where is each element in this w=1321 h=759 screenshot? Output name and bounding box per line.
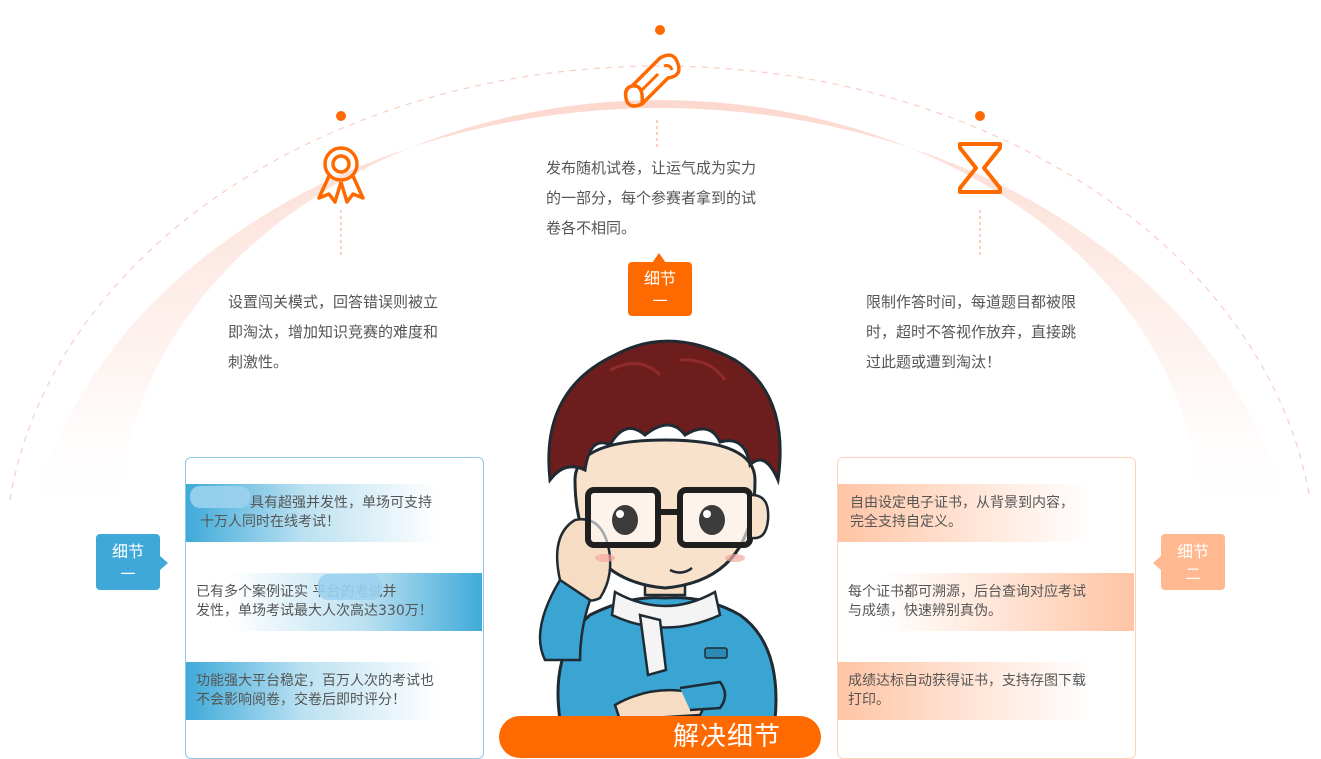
badge-right-number: 二 (1185, 565, 1201, 583)
badge-right: 细节 二 (1161, 534, 1225, 590)
detail-left-line: 设置闯关模式，回答错误则被立 (228, 293, 439, 311)
left-feature-item-line: 功能强大平台稳定，百万人次的考试也 (196, 673, 434, 689)
detail-center-line: 发布随机试卷，让运气成为实力 (546, 159, 757, 177)
hourglass-icon (958, 142, 1002, 194)
redacted-brand (318, 574, 382, 600)
detail-left-line: 刺激性。 (228, 353, 289, 371)
left-feature-item-line: 具有超强并发性，单场可支持 (250, 495, 432, 511)
badge-center-pointer (652, 253, 666, 263)
solve-details-button[interactable]: 解决细节 (499, 716, 821, 758)
badge-left-number: 一 (120, 565, 136, 583)
badge-right-label: 细节 (1176, 542, 1209, 561)
right-feature-item-line: 与成绩，快速辨别真伪。 (848, 603, 1002, 619)
detail-right-line: 时，超时不答视作放弃，直接跳 (866, 323, 1077, 341)
award-ribbon-icon (317, 146, 365, 204)
right-feature-item-line: 完全支持自定义。 (850, 514, 962, 530)
badge-left-pointer (160, 556, 168, 570)
right-feature-item-line: 自由设定电子证书，从背景到内容， (850, 495, 1074, 511)
right-feature-item-line: 打印。 (848, 692, 890, 708)
left-feature-item-line: 已有多个案例证实 平台的考试并 (196, 584, 397, 600)
detail-right-line: 限制作答时间，每道题目都被限 (866, 293, 1077, 311)
badge-left-label: 细节 (111, 542, 144, 561)
detail-center-line: 的一部分，每个参赛者拿到的试 (546, 189, 757, 207)
solve-details-label: 解决细节 (672, 722, 781, 752)
left-feature-item-line: 不会影响阅卷，交卷后即时评分！ (196, 692, 406, 708)
right-feature-item: 每个证书都可溯源，后台查询对应考试 与成绩，快速辨别真伪。 (838, 573, 1134, 631)
detail-center-text: 发布随机试卷，让运气成为实力 的一部分，每个参赛者拿到的试 卷各不相同。 (546, 153, 786, 243)
cartoon-character-illustration (538, 339, 782, 720)
detail-center-line: 卷各不相同。 (546, 219, 637, 237)
detail-right-line: 过此题或遭到淘汰！ (866, 353, 1002, 371)
right-feature-item: 成绩达标自动获得证书，支持存图下载 打印。 (838, 662, 1134, 720)
badge-center-number: 一 (652, 292, 668, 310)
right-feature-item-line: 每个证书都可溯源，后台查询对应考试 (848, 584, 1086, 600)
left-feature-item-line: 发性，单场考试最大人次高达330万！ (196, 603, 433, 619)
scroll-icon (623, 53, 681, 108)
redacted-logo (190, 486, 250, 508)
right-feature-item: 自由设定电子证书，从背景到内容， 完全支持自定义。 (838, 484, 1134, 542)
badge-center: 细节 一 (628, 262, 692, 316)
detail-left-line: 即淘汰，增加知识竞赛的难度和 (228, 323, 439, 341)
detail-left-text: 设置闯关模式，回答错误则被立 即淘汰，增加知识竞赛的难度和 刺激性。 (228, 287, 468, 377)
badge-right-pointer (1153, 556, 1161, 570)
left-feature-item-line: 十万人同时在线考试！ (200, 514, 340, 530)
detail-right-text: 限制作答时间，每道题目都被限 时，超时不答视作放弃，直接跳 过此题或遭到淘汰！ (866, 287, 1106, 377)
right-feature-item-line: 成绩达标自动获得证书，支持存图下载 (848, 673, 1086, 689)
badge-left: 细节 一 (96, 534, 160, 590)
left-feature-item: 功能强大平台稳定，百万人次的考试也 不会影响阅卷，交卷后即时评分！ (186, 662, 482, 720)
badge-center-label: 细节 (643, 269, 676, 288)
